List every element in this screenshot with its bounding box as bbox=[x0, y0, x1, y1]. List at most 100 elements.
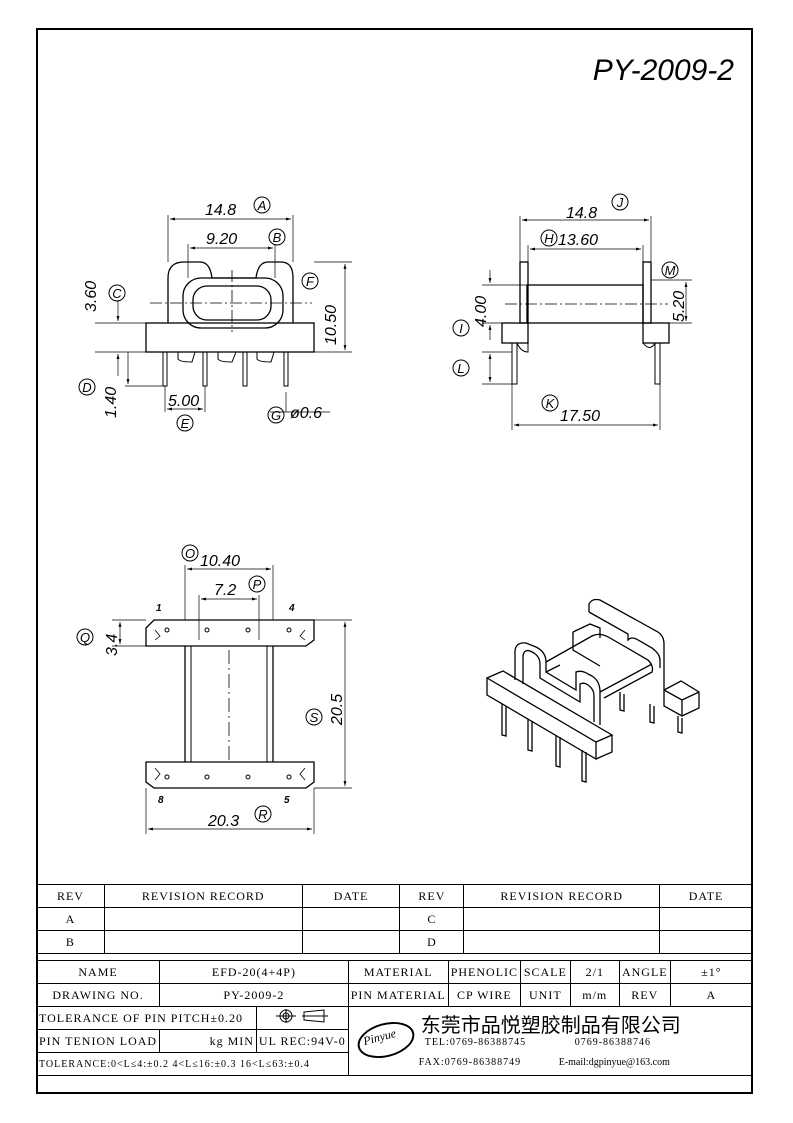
date-header-2: DATE bbox=[659, 884, 753, 908]
company-email: E-mail:dgpinyue@163.com bbox=[558, 1057, 670, 1068]
material-label: MATERIAL bbox=[347, 960, 449, 984]
balloon-i: I bbox=[459, 321, 463, 336]
side-view-labels: 14.8 13.60 4.00 5.20 17.50 bbox=[473, 205, 688, 425]
dim-e-value: 5.00 bbox=[168, 393, 199, 410]
top-view bbox=[112, 565, 352, 834]
balloon-d: D bbox=[82, 380, 91, 395]
revision-table-header: REV REVISION RECORD DATE REV REVISION RE… bbox=[36, 884, 753, 908]
dim-r-value: 20.3 bbox=[207, 813, 239, 830]
record-cell bbox=[103, 930, 303, 954]
drawing-frame bbox=[36, 28, 753, 1094]
balloon-r: R bbox=[258, 807, 267, 822]
pin-1-label: 1 bbox=[156, 603, 162, 614]
top-view-labels: 10.40 7.2 3.4 20.5 20.3 1 4 8 5 bbox=[104, 553, 346, 830]
drawing-no-value: PY-2009-2 bbox=[159, 983, 349, 1007]
unit-label: UNIT bbox=[520, 983, 571, 1007]
balloon-h: H bbox=[544, 231, 554, 246]
drawing-number: PY-2009-2 bbox=[593, 54, 735, 87]
company-tel: TEL:0769-86388745 bbox=[424, 1037, 527, 1048]
date-cell bbox=[659, 907, 753, 931]
rev-cell: A bbox=[36, 907, 105, 931]
pin-4-label: 4 bbox=[288, 603, 295, 614]
pin-pitch-tolerance: TOLERANCE OF PIN PITCH±0.20 bbox=[36, 1006, 257, 1030]
balloon-q: Q bbox=[80, 630, 90, 645]
first-angle-projection-icon bbox=[276, 1009, 329, 1023]
company-fax: FAX:0769-86388749 bbox=[418, 1057, 522, 1068]
dim-h-value: 13.60 bbox=[558, 232, 598, 249]
side-view-balloons: J H I M L K bbox=[452, 193, 679, 412]
pin-material-value: CP WIRE bbox=[447, 983, 522, 1007]
dim-b-value: 9.20 bbox=[206, 231, 237, 248]
record-cell bbox=[463, 907, 661, 931]
rev-header-1: REV bbox=[36, 884, 105, 908]
dim-o-value: 10.40 bbox=[200, 553, 240, 570]
material-value: PHENOLIC bbox=[447, 960, 522, 984]
name-value: EFD-20(4+4P) bbox=[159, 960, 349, 984]
balloon-c: C bbox=[112, 286, 122, 301]
rev-value: A bbox=[669, 983, 754, 1007]
company-tel-2: 0769-86388746 bbox=[574, 1037, 652, 1048]
dim-g-value: ø0.6 bbox=[290, 405, 322, 422]
dim-s-value: 20.5 bbox=[329, 694, 346, 726]
dim-c-value: 3.60 bbox=[83, 281, 100, 312]
projection-symbol bbox=[255, 1006, 349, 1030]
balloon-s: S bbox=[310, 710, 319, 725]
record-cell bbox=[463, 930, 661, 954]
company-name: 东莞市品悦塑胶制品有限公司 bbox=[420, 1013, 681, 1037]
pin-material-label: PIN MATERIAL bbox=[347, 983, 449, 1007]
dim-i-value: 4.00 bbox=[473, 296, 490, 327]
drawing-no-label: DRAWING NO. bbox=[35, 983, 161, 1007]
table-row: B D bbox=[36, 930, 753, 954]
scale-value: 2/1 bbox=[569, 960, 620, 984]
date-header-1: DATE bbox=[301, 884, 401, 908]
dim-m-value: 5.20 bbox=[671, 291, 688, 322]
isometric-view bbox=[485, 598, 700, 783]
dim-k-value: 17.50 bbox=[560, 408, 600, 425]
revision-record-header-1: REVISION RECORD bbox=[103, 884, 303, 908]
top-view-balloons: O P Q S R bbox=[76, 544, 323, 823]
rev-cell: B bbox=[36, 930, 105, 954]
scale-label: SCALE bbox=[520, 960, 571, 984]
dim-p-value: 7.2 bbox=[214, 582, 236, 599]
unit-value: m/m bbox=[569, 983, 620, 1007]
dim-j-value: 14.8 bbox=[566, 205, 597, 222]
dim-f-value: 10.50 bbox=[323, 305, 340, 345]
ul-rec: UL REC:94V-0 bbox=[255, 1029, 349, 1053]
rev-cell: D bbox=[399, 930, 465, 954]
dim-a-value: 14.8 bbox=[205, 202, 236, 219]
date-cell bbox=[301, 930, 401, 954]
company-block: Pinyue 东莞市品悦塑胶制品有限公司 TEL:0769-86388745 0… bbox=[347, 1006, 754, 1076]
tolerance-line: TOLERANCE:0<L≤4:±0.2 4<L≤16:±0.3 16<L≤63… bbox=[36, 1052, 349, 1076]
pin-8-label: 8 bbox=[158, 795, 164, 806]
front-view-labels: 14.8 9.20 3.60 1.40 10.50 5.00 ø0.6 bbox=[83, 202, 340, 422]
balloon-p: P bbox=[253, 577, 262, 592]
date-cell bbox=[301, 907, 401, 931]
title-block: NAME EFD-20(4+4P) MATERIAL PHENOLIC SCAL… bbox=[35, 960, 754, 1076]
rev-header-2: REV bbox=[399, 884, 465, 908]
record-cell bbox=[103, 907, 303, 931]
pin-5-label: 5 bbox=[284, 795, 290, 806]
technical-drawing: PY-2009-2 bbox=[76, 54, 735, 834]
balloon-e: E bbox=[181, 416, 190, 431]
balloon-l: L bbox=[457, 361, 464, 376]
pin-tension-value: kg MIN bbox=[159, 1029, 257, 1053]
front-view-balloons: A B C D F E G bbox=[78, 196, 319, 432]
angle-label: ANGLE bbox=[618, 960, 671, 984]
revision-record-header-2: REVISION RECORD bbox=[463, 884, 661, 908]
date-cell bbox=[659, 930, 753, 954]
rev-cell: C bbox=[399, 907, 465, 931]
table-row: A C bbox=[36, 907, 753, 931]
balloon-b: B bbox=[273, 230, 282, 245]
balloon-k: K bbox=[546, 396, 556, 411]
balloon-m: M bbox=[665, 263, 676, 278]
angle-value: ±1° bbox=[669, 960, 754, 984]
name-label: NAME bbox=[35, 960, 161, 984]
revision-table: REV REVISION RECORD DATE REV REVISION RE… bbox=[36, 884, 753, 954]
side-view bbox=[482, 216, 692, 430]
balloon-a: A bbox=[257, 198, 267, 213]
rev-label: REV bbox=[618, 983, 671, 1007]
dim-q-value: 3.4 bbox=[104, 634, 121, 656]
balloon-j: J bbox=[616, 195, 624, 210]
balloon-g: G bbox=[271, 408, 281, 423]
pin-tension-label: PIN TENION LOAD bbox=[35, 1029, 161, 1053]
